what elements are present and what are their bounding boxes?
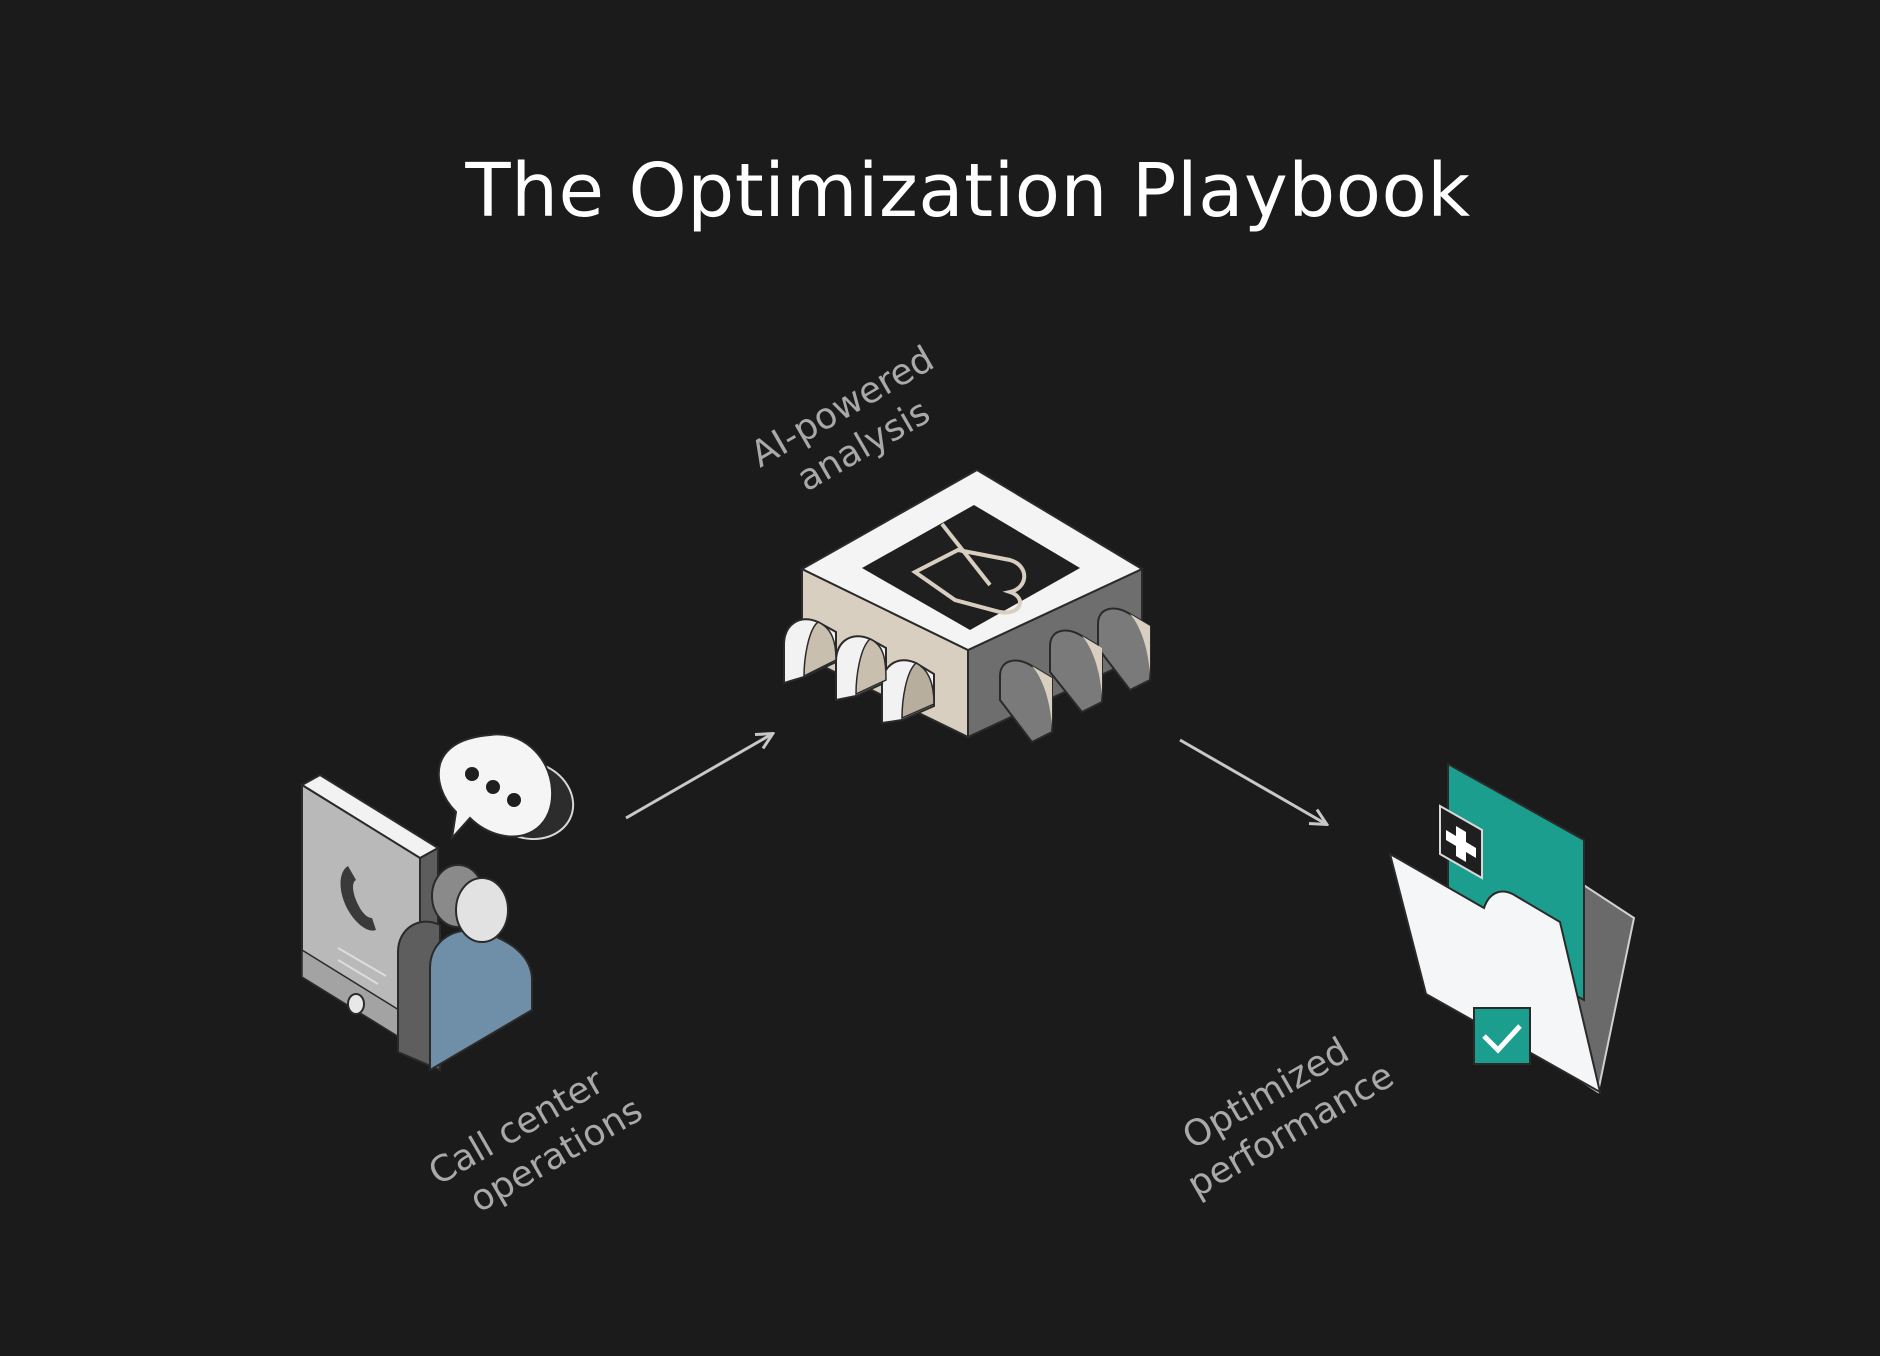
chip-logo-icon xyxy=(911,522,1027,615)
medical-folder-check-icon xyxy=(1388,762,1636,1094)
page-title: The Optimization Playbook xyxy=(465,148,1471,234)
chip-pins-left xyxy=(783,618,935,725)
medical-cross-icon xyxy=(1439,804,1483,880)
check-badge-icon xyxy=(1473,1007,1531,1065)
call-center-agent-icon xyxy=(300,733,575,1072)
flow-arrow-2 xyxy=(1179,738,1326,824)
step-label-call-center: Call center operations xyxy=(422,1061,649,1221)
step-label-optimized: Optimized performance xyxy=(1176,1030,1401,1206)
chip-pins-right xyxy=(999,607,1151,744)
step-label-ai: AI-powered analysis xyxy=(744,338,941,499)
flow-arrow-1 xyxy=(625,734,772,820)
ai-chip-icon xyxy=(783,468,1151,744)
